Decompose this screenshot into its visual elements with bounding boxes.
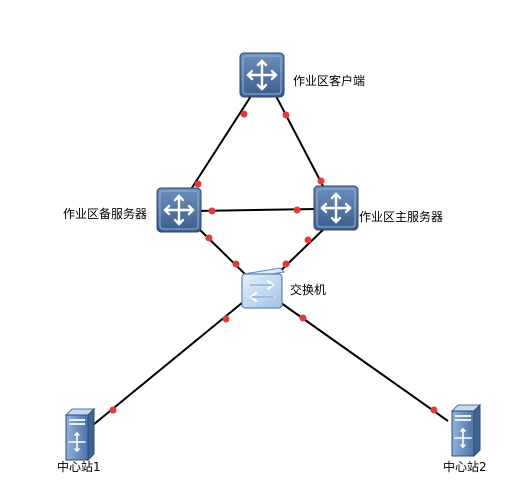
server-icon (450, 403, 482, 458)
label-backup: 作业区备服务器 (63, 207, 148, 221)
switch-icon (241, 267, 286, 309)
port-dots (109, 110, 438, 414)
router-icon (156, 187, 202, 233)
port-dot (232, 260, 240, 268)
port-dot (282, 111, 290, 119)
port-dot (304, 236, 312, 244)
node-client[interactable] (239, 52, 285, 98)
node-primary[interactable] (313, 185, 359, 231)
node-station2[interactable] (450, 403, 482, 458)
label-station2: 中心站2 (443, 460, 487, 474)
router-icon (313, 185, 359, 231)
node-backup[interactable] (156, 187, 202, 233)
port-dot (208, 207, 216, 215)
port-dot (282, 260, 290, 268)
port-dot (317, 177, 325, 185)
label-primary: 作业区主服务器 (359, 210, 444, 224)
port-dot (222, 315, 230, 323)
port-dot (194, 180, 202, 188)
label-switch: 交换机 (290, 283, 327, 297)
port-dot (205, 234, 213, 242)
node-station1[interactable] (64, 407, 96, 462)
port-dot (293, 206, 301, 214)
label-client: 作业区客户端 (293, 74, 366, 88)
port-dot (240, 110, 248, 118)
port-dot (430, 406, 438, 414)
port-dot (299, 314, 307, 322)
link-switch-station1 (92, 297, 249, 426)
router-icon (239, 52, 285, 98)
server-icon (64, 407, 96, 462)
links-layer (92, 95, 449, 426)
label-station1: 中心站1 (57, 460, 101, 474)
port-dot (109, 406, 117, 414)
node-switch[interactable] (241, 267, 286, 309)
link-backup-switch (194, 224, 251, 280)
